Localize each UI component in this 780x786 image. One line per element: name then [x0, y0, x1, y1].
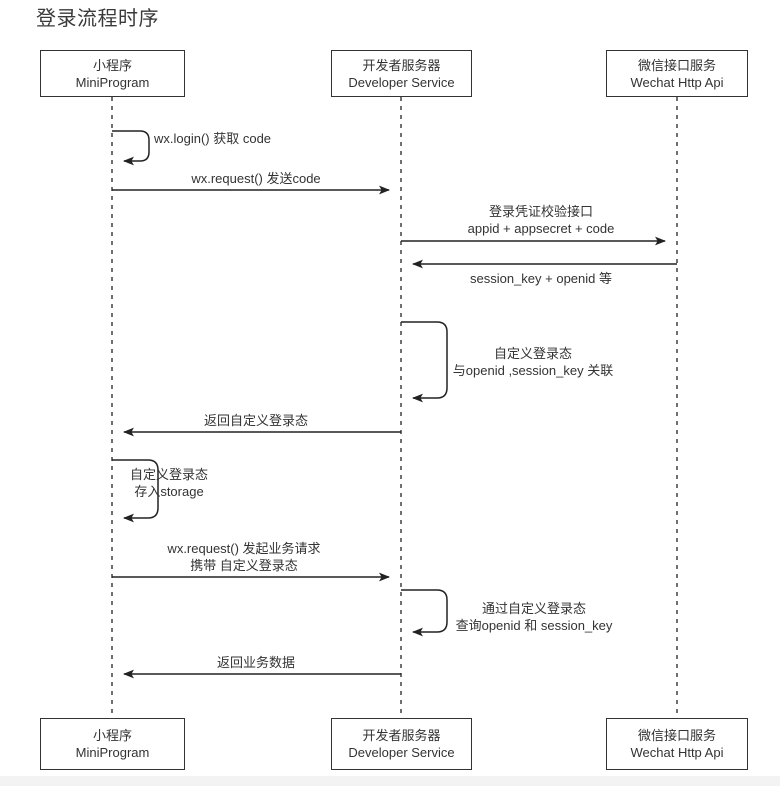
actor-box-wechat-top[interactable]: 微信接口服务 Wechat Http Api	[606, 50, 748, 97]
actor-label-en: Developer Service	[348, 745, 455, 760]
actor-box-miniprogram-top[interactable]: 小程序 MiniProgram	[40, 50, 185, 97]
actor-label-cn: 小程序	[92, 57, 132, 73]
actor-label-cn: 开发者服务器	[362, 728, 441, 743]
actor-label-en: Wechat Http Api	[630, 74, 724, 90]
actor-box-developer-bottom[interactable]: 开发者服务器 Developer Service	[331, 718, 472, 770]
message-label-m9-line2: 查询openid 和 session_key	[455, 618, 613, 633]
message-label-m5-line2: 与openid ,session_key 关联	[452, 363, 614, 378]
message-label-m6: 返回自定义登录态	[203, 413, 309, 428]
bottom-band	[0, 776, 780, 786]
page-title: 登录流程时序	[36, 8, 159, 30]
message-label-m4: session_key + openid 等	[469, 271, 613, 286]
actor-label-cn: 小程序	[92, 728, 132, 743]
message-line-m5	[401, 321, 448, 403]
actor-box-miniprogram-bottom[interactable]: 小程序 MiniProgram	[40, 718, 185, 770]
actor-label-en: Developer Service	[348, 74, 455, 90]
actor-box-wechat-bottom[interactable]: 微信接口服务 Wechat Http Api	[606, 718, 748, 770]
message-line-m7	[112, 459, 159, 523]
actor-label-en: Wechat Http Api	[630, 745, 724, 760]
message-label-m10: 返回业务数据	[216, 655, 296, 670]
actor-label-en: MiniProgram	[75, 74, 150, 90]
actor-box-developer-top[interactable]: 开发者服务器 Developer Service	[331, 50, 472, 97]
message-label-m8-line1: wx.request() 发起业务请求	[167, 541, 321, 556]
message-label-m7-line2: 存入storage	[134, 484, 204, 499]
actor-label-cn: 微信接口服务	[637, 728, 716, 743]
message-label-m9-line1: 通过自定义登录态	[481, 601, 587, 616]
actor-label-cn: 开发者服务器	[362, 57, 441, 73]
message-label-m1: wx.login() 获取 code	[154, 131, 272, 146]
message-label-m2: wx.request() 发送code	[191, 171, 321, 186]
message-label-m8-line2: 携带 自定义登录态	[190, 558, 298, 573]
actor-label-cn: 微信接口服务	[637, 57, 716, 73]
message-label-m3-line1: 登录凭证校验接口	[488, 204, 594, 219]
message-line-m9	[401, 589, 448, 637]
message-label-m5-line1: 自定义登录态	[493, 346, 573, 361]
message-line-m1	[112, 130, 150, 166]
message-label-m7-line1: 自定义登录态	[129, 467, 209, 482]
message-label-m3-line2: appid + appsecret + code	[467, 221, 615, 236]
actor-label-en: MiniProgram	[75, 745, 150, 760]
